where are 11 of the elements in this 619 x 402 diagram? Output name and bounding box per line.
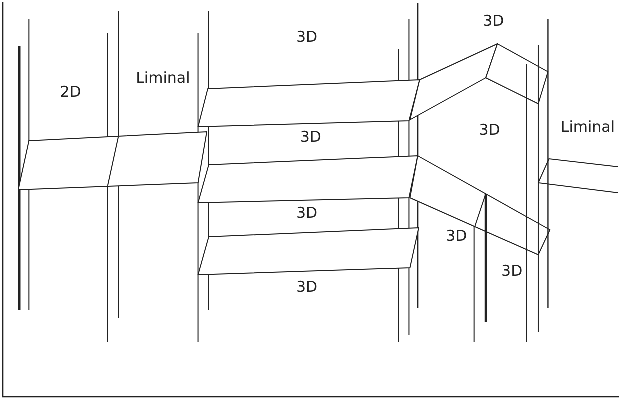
region-label: 3D <box>296 280 318 295</box>
region-label: 2D <box>60 85 82 100</box>
region-label: Liminal <box>560 120 616 135</box>
region-label: 3D <box>479 123 500 138</box>
region-label: 3D <box>483 14 504 29</box>
region-label: 3D <box>502 264 523 279</box>
region-label: Liminal <box>136 71 190 86</box>
region-label: 3D <box>446 229 468 244</box>
region-label: 3D <box>300 130 322 145</box>
region-label: 3D <box>296 30 318 45</box>
region-label: 3D <box>296 206 318 221</box>
